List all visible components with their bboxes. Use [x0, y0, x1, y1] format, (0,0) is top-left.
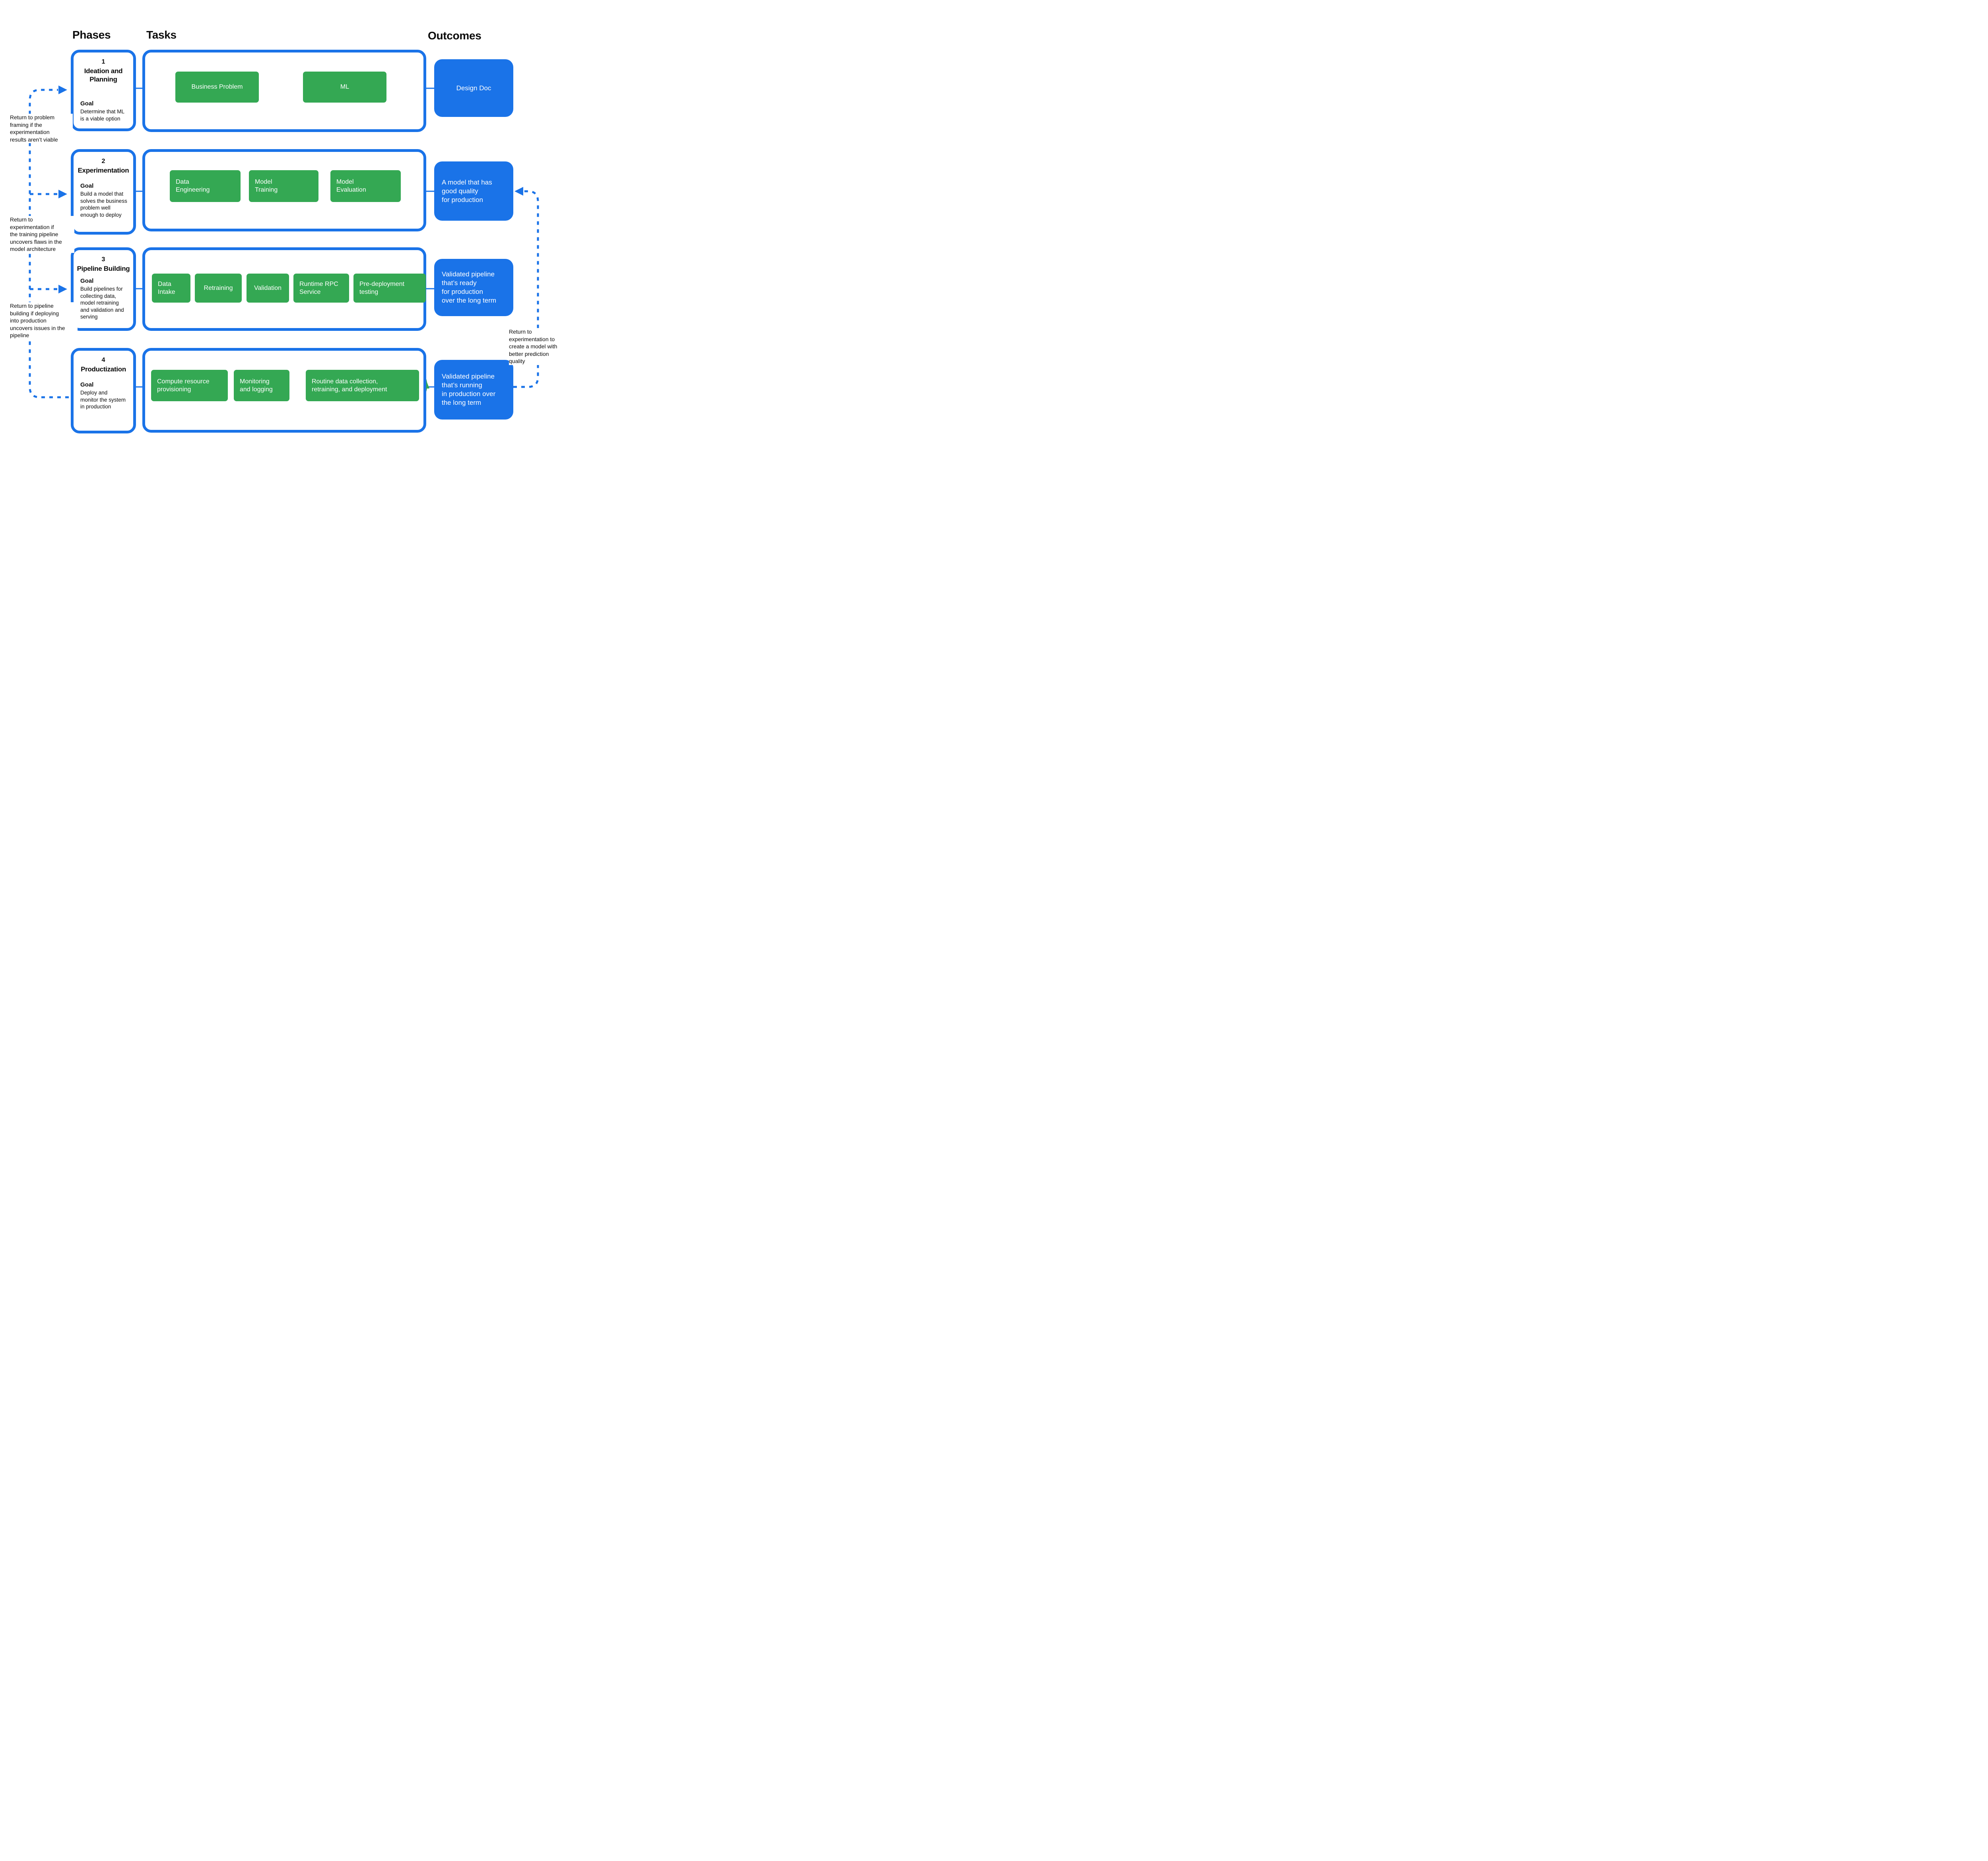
task-model-evaluation: Model Evaluation: [330, 170, 401, 202]
annotation-return-experimentation-right: Return to experimentation to create a mo…: [509, 328, 564, 365]
column-header-phases: Phases: [72, 29, 111, 41]
phase-title: Pipeline Building: [77, 265, 130, 272]
task-pre-deployment-testing: Pre-deployment testing: [353, 274, 426, 303]
feedback-arrowhead-right-icon: [58, 190, 67, 198]
annotation-return-problem-framing: Return to problem framing if the experim…: [10, 114, 73, 143]
task-business-problem: Business Problem: [175, 72, 259, 103]
phase-card-productization: 4 Productization Goal Deploy and monitor…: [71, 348, 136, 433]
task-compute-resource-provisioning: Compute resource provisioning: [151, 370, 228, 401]
task-validation: Validation: [247, 274, 289, 303]
phase-card-ideation: 1 Ideation and Planning Goal Determine t…: [71, 50, 136, 131]
column-header-tasks: Tasks: [146, 29, 177, 41]
phase-number: 4: [101, 357, 105, 363]
task-retraining: Retraining: [195, 274, 242, 303]
outcome-design-doc: Design Doc: [434, 59, 513, 117]
feedback-arrowhead-right-icon: [58, 285, 67, 293]
outcome-pipeline-running: Validated pipeline that’s running in pro…: [434, 360, 513, 420]
goal-text: Deploy and monitor the system in product…: [80, 390, 126, 410]
task-data-intake: Data Intake: [152, 274, 190, 303]
column-header-outcomes: Outcomes: [428, 29, 481, 42]
goal-label: Goal: [80, 100, 94, 107]
phase-number: 1: [101, 58, 105, 65]
task-model-training: Model Training: [249, 170, 318, 202]
phase-title: Ideation and Planning: [84, 67, 123, 83]
goal-text: Determine that ML is a viable option: [80, 109, 125, 122]
green-connectors: [189, 87, 355, 386]
annotation-return-experimentation-left: Return to experimentation if the trainin…: [10, 216, 74, 253]
goal-label: Goal: [80, 183, 94, 189]
task-runtime-rpc-service: Runtime RPC Service: [293, 274, 349, 303]
phase-card-pipeline-building: 3 Pipeline Building Goal Build pipelines…: [71, 247, 136, 331]
goal-text: Build a model that solves the business p…: [80, 191, 127, 218]
task-ml: ML: [303, 72, 386, 103]
task-monitoring-and-logging: Monitoring and logging: [234, 370, 289, 401]
outcome-pipeline-ready: Validated pipeline that’s ready for prod…: [434, 259, 513, 316]
goal-label: Goal: [80, 278, 94, 284]
phase-card-experimentation: 2 Experimentation Goal Build a model tha…: [71, 149, 136, 235]
phase-title: Productization: [81, 365, 126, 373]
phase-number: 2: [101, 158, 105, 165]
feedback-arrowhead-right-icon: [58, 85, 67, 94]
goal-text: Build pipelines for collecting data, mod…: [80, 286, 124, 320]
feedback-arrowhead-left-icon: [514, 187, 523, 196]
goal-label: Goal: [80, 381, 94, 388]
annotation-return-pipeline-building: Return to pipeline building if deploying…: [10, 302, 78, 339]
phase-title: Experimentation: [78, 167, 129, 174]
blue-connectors: [134, 87, 437, 388]
outcome-model-good-quality: A model that has good quality for produc…: [434, 161, 513, 221]
task-routine-data-collection: Routine data collection, retraining, and…: [306, 370, 419, 401]
task-data-engineering: Data Engineering: [170, 170, 241, 202]
phase-number: 3: [101, 256, 105, 263]
mlops-phases-diagram: Phases Tasks Outcomes 1 Ideation and Pla…: [0, 0, 564, 465]
